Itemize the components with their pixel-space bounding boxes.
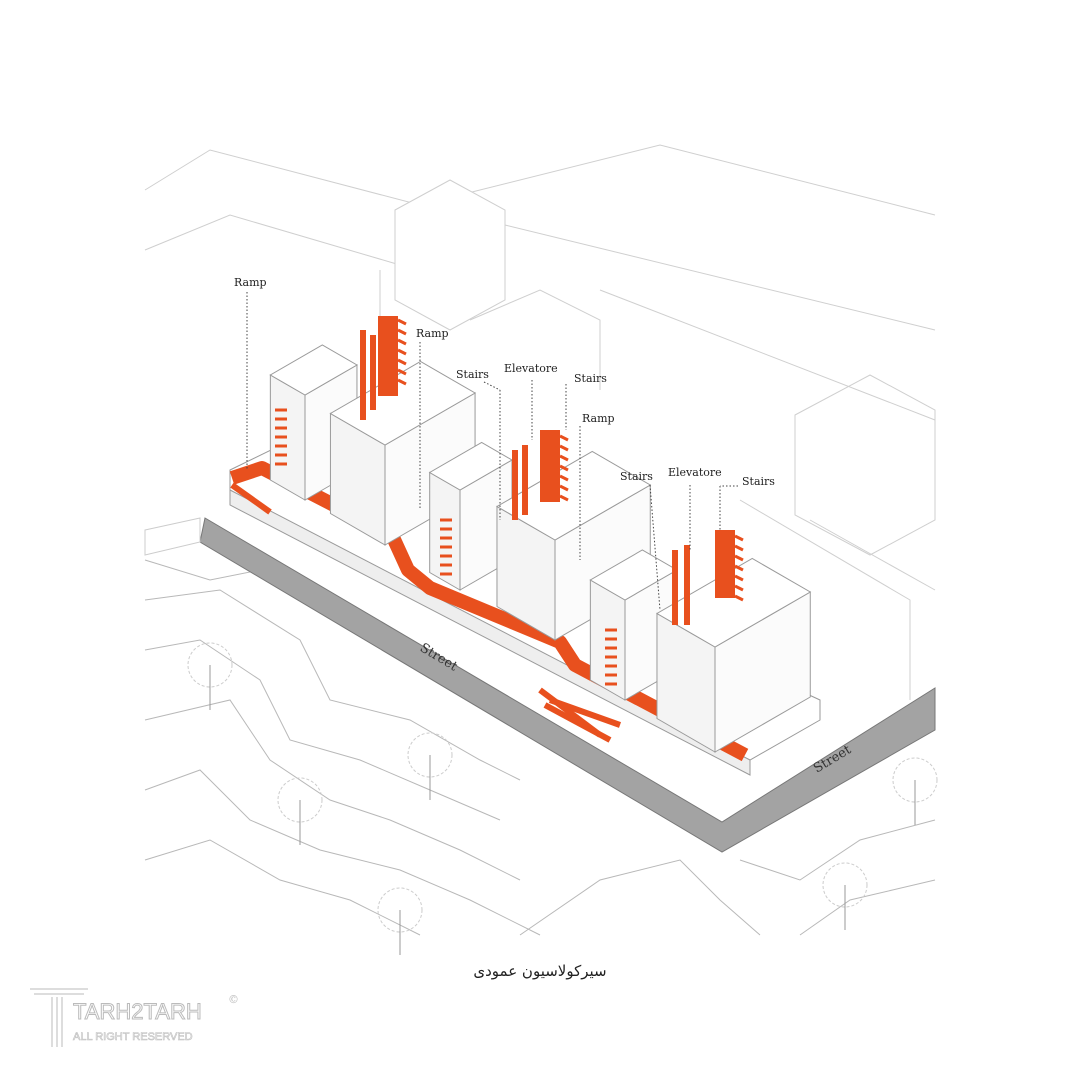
ramp-strip: [230, 482, 272, 515]
context-buildings: [144, 144, 936, 700]
label-elevator: Elevatore: [504, 362, 558, 375]
stair-flight: [397, 378, 407, 386]
stair-core: [360, 330, 366, 420]
ramp-strip: [548, 697, 622, 728]
watermark-logo: TARH2TARH ALL RIGHT RESERVED ©: [28, 985, 243, 1050]
ramp-strip: [543, 702, 612, 743]
tower-1-front-top-face: [329, 360, 477, 446]
contour-line: [799, 879, 936, 936]
stair-flight: [734, 584, 744, 592]
label-elevator: Elevatore: [668, 466, 722, 479]
stair-flight: [397, 318, 407, 326]
stair-core: [522, 445, 528, 515]
stair-flight: [559, 494, 569, 502]
stair-flight: [397, 358, 407, 366]
stair-core: [512, 450, 518, 520]
stair-flight: [559, 444, 569, 452]
street: [144, 517, 936, 853]
tower-2-rear-top-face: [428, 441, 513, 491]
tree-canopy-icon: [892, 757, 938, 803]
stair-core: [684, 545, 690, 625]
contour-line: [144, 589, 521, 781]
stair-flight: [734, 544, 744, 552]
stair-flight: [734, 534, 744, 542]
tower-1-rear-top-face: [269, 344, 358, 396]
terrain-contours: [144, 559, 936, 936]
stair-flight: [734, 594, 744, 602]
contour-line: [519, 859, 761, 936]
label-stairs: Stairs: [574, 372, 607, 385]
tree-canopy-icon: [407, 732, 453, 778]
tree-canopy-icon: [377, 887, 423, 933]
stair-flight: [559, 474, 569, 482]
stair-flight: [397, 338, 407, 346]
caption: سیرکولاسیون عمودی: [473, 962, 607, 980]
stair-flight: [734, 574, 744, 582]
tree-canopy-icon: [822, 862, 868, 908]
stair-flight: [559, 434, 569, 442]
stair-core: [370, 335, 376, 410]
stair-flight: [397, 368, 407, 376]
stair-flight: [397, 348, 407, 356]
stair-flight: [559, 464, 569, 472]
logo-name: TARH2TARH: [73, 999, 203, 1025]
logo-pillar-icon: [30, 988, 88, 1047]
label-stairs: Stairs: [742, 475, 775, 488]
label-leaders: [246, 292, 738, 611]
logo-subtitle: ALL RIGHT RESERVED: [73, 1031, 193, 1044]
label-ramp: Ramp: [582, 412, 615, 425]
stair-flight: [734, 564, 744, 572]
trees: [187, 642, 938, 955]
stair-flight: [559, 484, 569, 492]
copyright-mark: ©: [228, 993, 239, 1006]
stair-flight: [734, 554, 744, 562]
stair-core: [715, 530, 735, 598]
contour-line: [144, 769, 541, 936]
tree-canopy-icon: [277, 777, 323, 823]
contour-line: [144, 839, 421, 936]
label-stairs: Stairs: [456, 368, 489, 381]
stair-core: [672, 550, 678, 625]
tower-3-rear-top-face: [589, 549, 678, 601]
contour-line: [739, 819, 936, 881]
tower-2-rear-left-face: [429, 471, 461, 591]
contour-line: [144, 699, 521, 881]
label-stairs: Stairs: [620, 470, 653, 483]
buildings: [269, 316, 812, 753]
stair-core: [378, 316, 398, 396]
tree-canopy-icon: [187, 642, 233, 688]
stair-flight: [397, 328, 407, 336]
label-ramp: Ramp: [416, 327, 449, 340]
stair-core: [540, 430, 560, 502]
stair-flight: [559, 454, 569, 462]
label-ramp: Ramp: [234, 276, 267, 289]
